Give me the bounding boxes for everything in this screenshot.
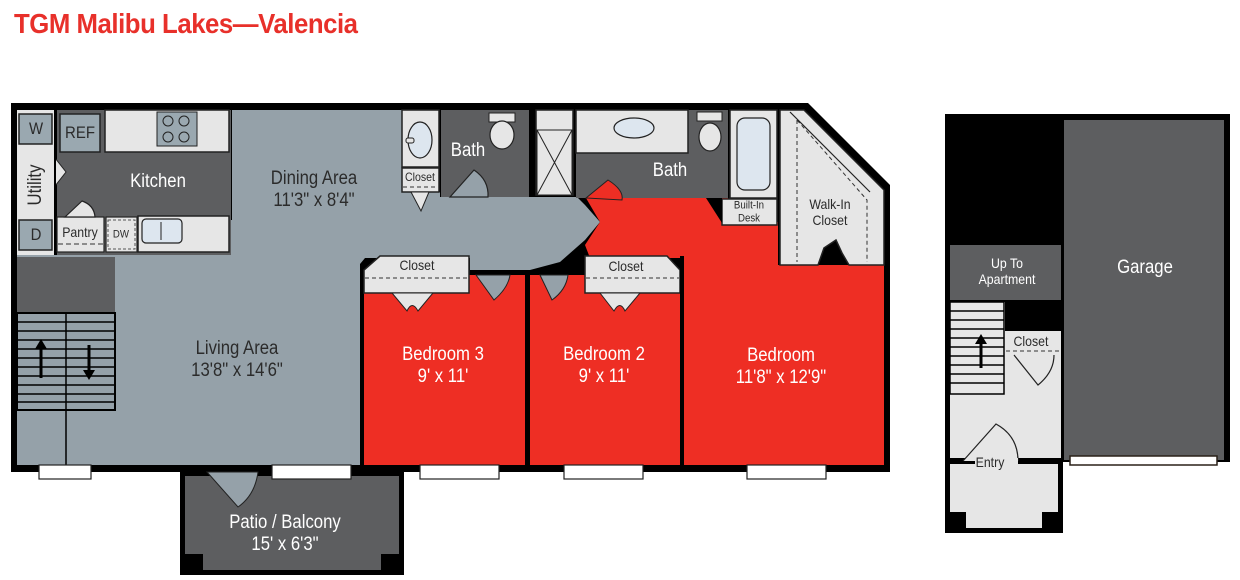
lower-level	[945, 114, 1230, 533]
bedroom-3-closet-label: Closet	[399, 256, 435, 273]
garage-label: Garage	[1117, 257, 1173, 279]
up-to-apartment-label: Up To Apartment	[979, 255, 1036, 287]
window	[563, 464, 644, 480]
window	[271, 464, 352, 480]
up-to-apartment-line2: Apartment	[978, 271, 1036, 287]
walk-in-closet-label: Walk-In Closet	[809, 196, 850, 228]
bedroom-3-name: Bedroom 3	[402, 344, 484, 366]
washer-label: W	[28, 119, 44, 139]
dishwasher	[105, 216, 138, 253]
refrigerator-label: REF	[65, 123, 95, 143]
patio-dims: 15' x 6'3"	[251, 534, 319, 555]
hall-closet	[401, 167, 440, 193]
dishwasher-label: DW	[112, 228, 130, 241]
window	[746, 464, 827, 480]
bedroom-3-floor	[364, 275, 525, 465]
main-unit	[11, 103, 890, 575]
built-in-desk-label: Built-In Desk	[734, 199, 764, 224]
washer	[18, 113, 53, 145]
built-in-desk-line1: Built-In	[733, 199, 765, 212]
entry-doorway	[975, 458, 1018, 465]
window	[38, 464, 92, 480]
bedroom-1-floor	[585, 198, 884, 465]
patio-floor	[185, 476, 399, 570]
dining-area-dims: 11'3" x 8'4"	[273, 190, 355, 211]
patio-name: Patio / Balcony	[229, 512, 341, 534]
built-in-desk	[721, 198, 778, 226]
utility-label: Utility	[25, 164, 47, 206]
bedroom-2-label: Bedroom 2 9' x 11'	[563, 344, 645, 388]
floorplan-title: TGM Malibu Lakes—Valencia	[14, 8, 358, 39]
lower-stairs	[949, 301, 1005, 395]
bedroom-1-name: Bedroom	[747, 345, 815, 367]
stairs-down-arrow-icon	[83, 345, 95, 380]
walk-in-closet	[779, 109, 885, 266]
walk-in-closet-line1: Walk-In	[809, 195, 851, 212]
pantry	[56, 216, 105, 253]
bedroom-3-dims: 9' x 11'	[417, 366, 469, 387]
stove	[156, 111, 198, 147]
sink	[141, 218, 183, 244]
bedroom-1-label: Bedroom 11'8" x 12'9"	[736, 345, 826, 389]
built-in-desk-line2: Desk	[737, 212, 761, 224]
dining-area-label: Dining Area 11'3" x 8'4"	[271, 168, 357, 212]
hall-closet-label: Closet	[405, 170, 435, 185]
garage-floor	[1064, 120, 1224, 460]
living-area-name: Living Area	[195, 338, 279, 360]
walk-in-closet-line2: Closet	[812, 212, 848, 228]
living-dining-floor	[17, 110, 600, 465]
bedroom-2-floor	[530, 275, 681, 465]
lower-closet-label: Closet	[1013, 332, 1049, 349]
living-area-label: Living Area 13'8" x 14'6"	[191, 338, 283, 382]
pantry-label: Pantry	[62, 223, 98, 240]
bedroom-2-name: Bedroom 2	[563, 344, 645, 366]
stairs-up-arrow-icon	[35, 339, 47, 378]
bedroom-2-closet-label: Closet	[608, 257, 644, 274]
bedroom-3-label: Bedroom 3 9' x 11'	[402, 344, 484, 388]
dryer-label: D	[30, 225, 42, 245]
patio-label: Patio / Balcony 15' x 6'3"	[229, 512, 341, 556]
bedroom-3-closet	[363, 255, 470, 294]
entry-label: Entry	[975, 453, 1005, 470]
bath-2-label: Bath	[652, 160, 688, 182]
kitchen-label: Kitchen	[130, 171, 186, 193]
bath-1-label: Bath	[450, 140, 486, 162]
dryer	[18, 219, 53, 251]
bedroom-2-dims: 9' x 11'	[578, 366, 630, 387]
up-to-apartment	[950, 245, 1061, 300]
stair-landing	[17, 257, 115, 313]
entry-porch-floor	[950, 464, 1058, 528]
lower-stairs-up-arrow-icon	[975, 334, 987, 368]
refrigerator	[59, 113, 101, 153]
bedroom-1-dims: 11'8" x 12'9"	[735, 367, 827, 388]
window	[419, 464, 500, 480]
garage-door	[1069, 455, 1218, 466]
living-area-dims: 13'8" x 14'6"	[191, 360, 283, 381]
up-to-apartment-line1: Up To	[991, 254, 1023, 271]
dining-area-name: Dining Area	[270, 168, 358, 190]
